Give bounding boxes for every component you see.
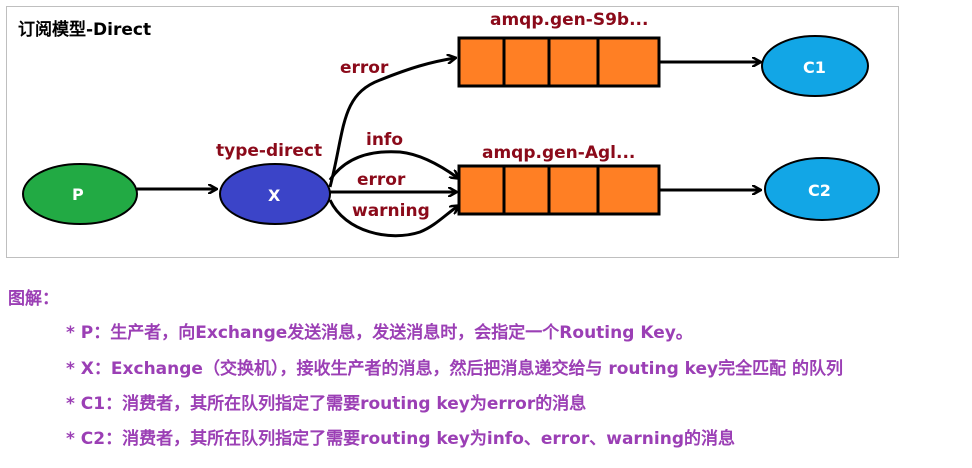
- queue-1: [457, 36, 661, 88]
- legend-item-c2: * C2：消费者，其所在队列指定了需要routing key为info、erro…: [66, 429, 736, 449]
- queue-2-name: amqp.gen-Agl...: [482, 143, 635, 163]
- legend-item-producer: * P：生产者，向Exchange发送消息，发送消息时，会指定一个Routing…: [66, 323, 693, 343]
- route-info-to-queue2: [328, 150, 458, 181]
- consumer-c1-node: [761, 35, 869, 97]
- diagram-frame: [6, 6, 899, 258]
- consumer-c2-label: C2: [808, 181, 831, 200]
- route-error-to-queue1: [328, 58, 455, 188]
- consumer-c1-label: C1: [803, 58, 826, 77]
- exchange-node: [219, 163, 331, 225]
- diagram-title: 订阅模型-Direct: [18, 19, 151, 40]
- consumer-c2-node: [764, 157, 880, 221]
- exchange-label: X: [268, 186, 281, 205]
- route-label-q1-error: error: [340, 58, 389, 78]
- route-label-q2-warning: warning: [352, 201, 430, 221]
- route-warning-to-queue2: [328, 199, 458, 238]
- route-label-q2-info: info: [366, 130, 403, 150]
- producer-label: P: [72, 185, 84, 204]
- queue-1-name: amqp.gen-S9b...: [490, 10, 648, 30]
- queue-2: [457, 164, 661, 216]
- legend-item-exchange: * X：Exchange（交换机），接收生产者的消息，然后把消息递交给与 rou…: [66, 359, 844, 379]
- producer-node: [22, 163, 138, 225]
- legend-item-c1: * C1：消费者，其所在队列指定了需要routing key为error的消息: [66, 394, 587, 414]
- direct-exchange-diagram: 订阅模型-Direct P X type-direct error info e…: [18, 10, 880, 238]
- route-label-q2-error: error: [357, 170, 406, 190]
- legend-heading: 图解：: [8, 289, 59, 309]
- exchange-type-label: type-direct: [216, 141, 322, 161]
